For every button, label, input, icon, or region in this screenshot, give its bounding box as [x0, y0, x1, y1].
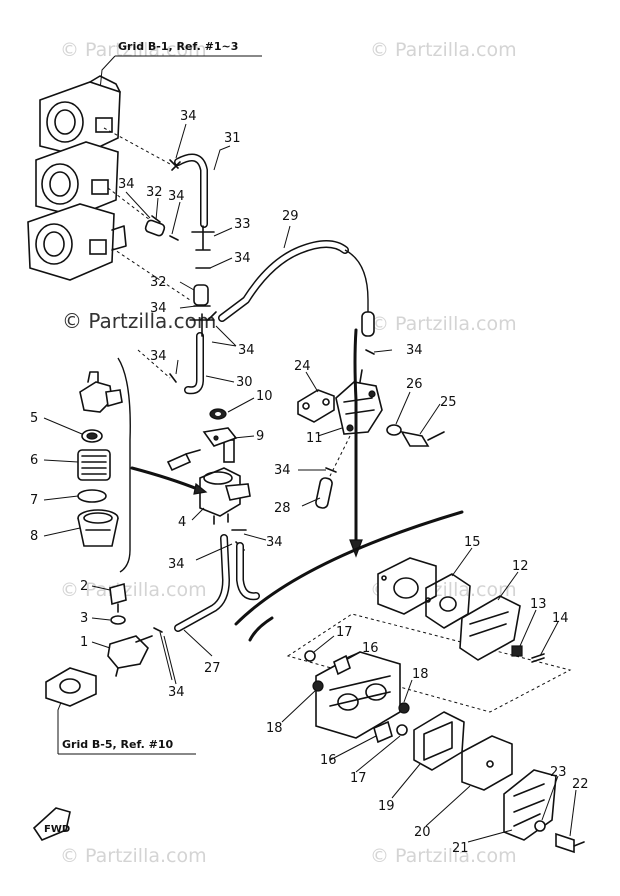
callout-6: 6 — [30, 453, 38, 468]
hose-29 — [218, 240, 369, 330]
callout-20: 20 — [414, 825, 431, 840]
callout-13: 13 — [530, 597, 547, 612]
callout-23: 23 — [550, 765, 567, 780]
hose-32-lower — [193, 284, 209, 306]
callout-28: 28 — [274, 501, 291, 516]
callouts: 34 31 34 32 34 33 34 29 32 34 34 34 30 1… — [30, 109, 589, 856]
watermark: © Partzilla.com — [370, 845, 517, 867]
watermark: © Partzilla.com — [60, 845, 207, 867]
callout-34: 34 — [274, 463, 291, 478]
callout-17: 17 — [336, 625, 353, 640]
callout-34: 34 — [150, 301, 167, 316]
callout-27: 27 — [204, 661, 221, 676]
callout-9: 9 — [256, 429, 264, 444]
reference-bottom-label: Grid B-5, Ref. #10 — [62, 738, 174, 751]
callout-14: 14 — [552, 611, 569, 626]
reference-top: Grid B-1, Ref. #1~3 — [99, 40, 262, 91]
callout-2: 2 — [80, 579, 88, 594]
carburetor-stack — [27, 75, 127, 281]
callout-34: 34 — [168, 685, 185, 700]
callout-4: 4 — [178, 515, 186, 530]
callout-3: 3 — [80, 611, 88, 626]
callout-21: 21 — [452, 841, 469, 856]
callout-15: 15 — [464, 535, 481, 550]
valve-1-assembly — [45, 582, 153, 707]
callout-22: 22 — [572, 777, 589, 792]
callout-34: 34 — [168, 189, 185, 204]
svg-text:FWD: FWD — [44, 824, 70, 835]
callout-16: 16 — [320, 753, 337, 768]
callout-32: 32 — [150, 275, 167, 290]
callout-18: 18 — [266, 721, 283, 736]
callout-33: 33 — [234, 217, 251, 232]
callout-30: 30 — [236, 375, 253, 390]
callout-34: 34 — [150, 349, 167, 364]
callout-10: 10 — [256, 389, 273, 404]
fuel-filter-assembly — [77, 371, 123, 547]
callout-34: 34 — [238, 343, 255, 358]
joint-33 — [191, 225, 215, 251]
leader-lines — [43, 123, 577, 843]
callout-19: 19 — [378, 799, 395, 814]
callout-34: 34 — [118, 177, 135, 192]
watermark: © Partzilla.com — [60, 579, 207, 601]
gasket-24 — [297, 389, 335, 423]
callout-12: 12 — [512, 559, 529, 574]
callout-18: 18 — [412, 667, 429, 682]
watermark: © Partzilla.com — [370, 313, 517, 335]
callout-32: 32 — [146, 185, 163, 200]
reference-top-label: Grid B-1, Ref. #1~3 — [118, 40, 238, 53]
callout-26: 26 — [406, 377, 423, 392]
callout-8: 8 — [30, 529, 38, 544]
callout-29: 29 — [282, 209, 299, 224]
hose-28 — [315, 477, 333, 509]
watermark: © Partzilla.com — [370, 39, 517, 61]
hose-32-upper — [144, 219, 166, 237]
callout-34: 34 — [180, 109, 197, 124]
hoses-lower-27 — [174, 534, 260, 632]
callout-24: 24 — [294, 359, 311, 374]
pump-11 — [335, 369, 383, 435]
callout-34: 34 — [168, 557, 185, 572]
hose-31 — [174, 153, 208, 228]
callout-11: 11 — [306, 431, 323, 446]
callout-34: 34 — [406, 343, 423, 358]
callout-31: 31 — [224, 131, 241, 146]
reference-bottom: Grid B-5, Ref. #10 — [57, 699, 196, 755]
callout-17: 17 — [350, 771, 367, 786]
watermark: © Partzilla.com — [62, 309, 216, 333]
callout-5: 5 — [30, 411, 38, 426]
callout-7: 7 — [30, 493, 38, 508]
callout-16: 16 — [362, 641, 379, 656]
bolt-25 — [400, 430, 445, 447]
front-arrow-icon: FWD — [32, 807, 71, 841]
grommet-10 — [209, 408, 227, 420]
washer-26 — [386, 424, 402, 436]
fuel-pump-4 — [199, 439, 251, 525]
exploded-pump — [286, 557, 585, 854]
callout-34: 34 — [234, 251, 251, 266]
callout-1: 1 — [80, 635, 88, 650]
callout-25: 25 — [440, 395, 457, 410]
callout-34: 34 — [266, 535, 283, 550]
hose-30 — [184, 332, 204, 395]
